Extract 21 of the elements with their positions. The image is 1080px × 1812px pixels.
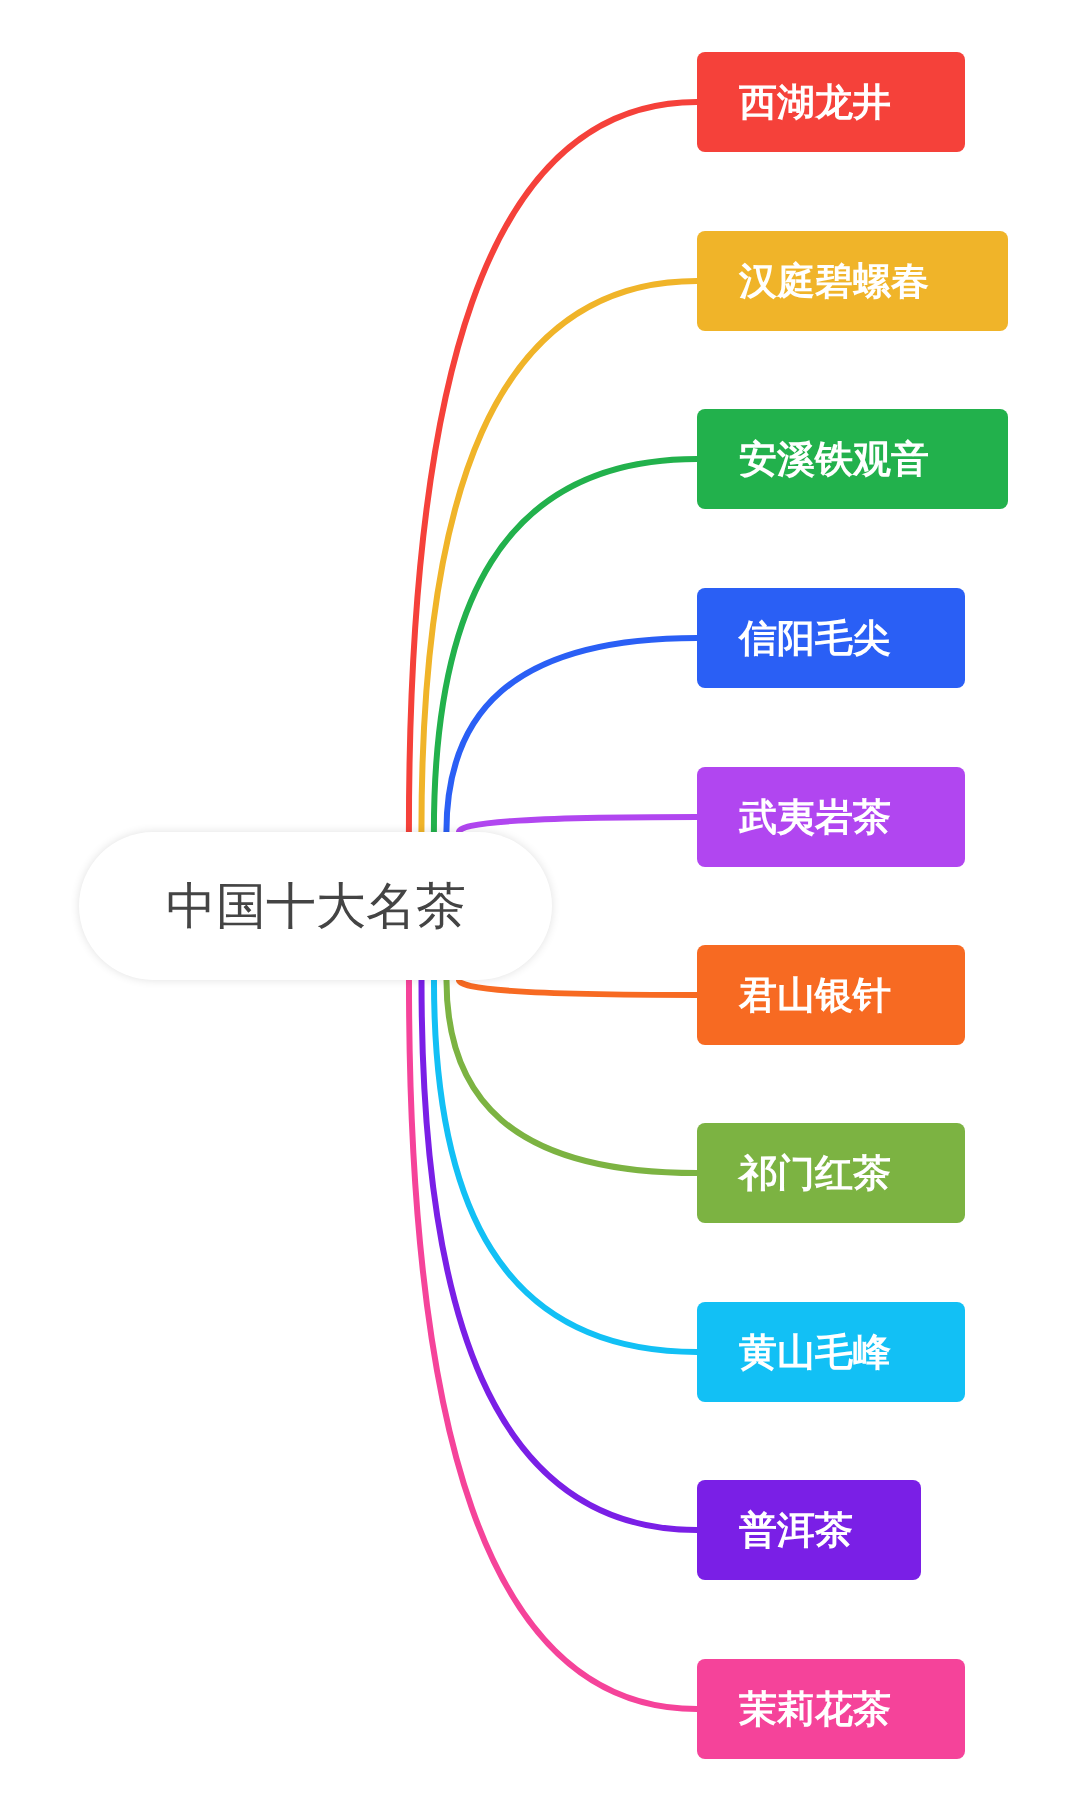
topic-box xyxy=(697,945,965,1045)
topic-text: 信阳毛尖 xyxy=(739,614,891,662)
topic-text: 黄山毛峰 xyxy=(739,1328,891,1376)
topic-text: 茉莉花茶 xyxy=(739,1685,891,1733)
topic-box xyxy=(697,588,965,688)
topic-text: 普洱茶 xyxy=(739,1506,853,1554)
topic-text: 安溪铁观音 xyxy=(739,435,929,483)
topic-text: 汉庭碧螺春 xyxy=(739,257,929,305)
topic-box xyxy=(697,767,965,867)
topic-text: 君山银针 xyxy=(739,971,891,1019)
topic-text: 中国十大名茶 xyxy=(165,875,466,937)
topic-text: 武夷岩茶 xyxy=(739,793,891,841)
topic-box xyxy=(697,1480,921,1580)
topic-box xyxy=(697,52,965,152)
topic-text: 祁门红茶 xyxy=(739,1149,891,1197)
topic-text: 西湖龙井 xyxy=(739,78,891,126)
topic-box xyxy=(697,1123,965,1223)
topic-box xyxy=(697,409,1008,509)
topic-box xyxy=(697,231,1008,331)
topic-box xyxy=(697,1302,965,1402)
topic-box xyxy=(697,1659,965,1759)
